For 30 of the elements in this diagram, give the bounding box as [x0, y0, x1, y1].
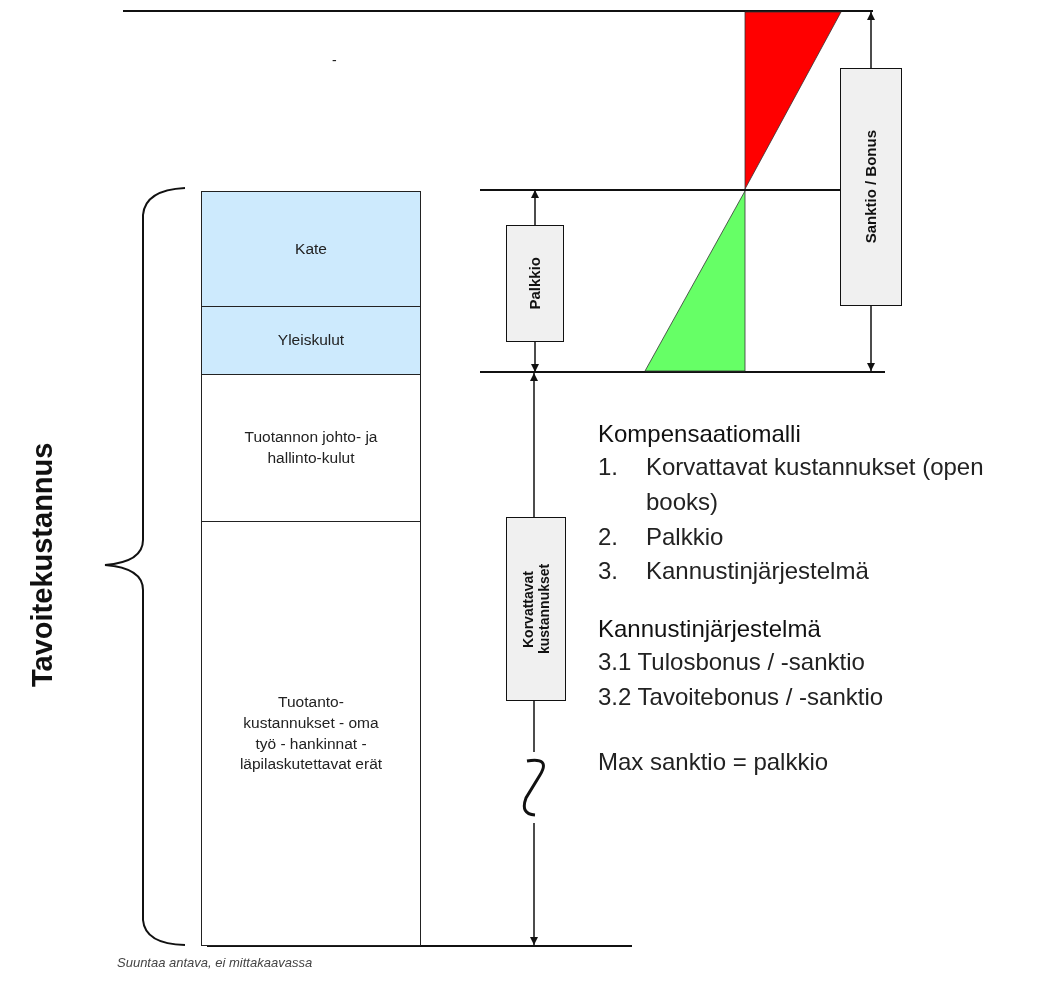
list-number: 3. [598, 556, 619, 587]
section-heading: Kannustinjärjestelmä [598, 615, 822, 644]
list-number: 1. [598, 452, 619, 482]
tag-label: Sanktio / Bonus [862, 130, 880, 244]
list-text: Korvattavat kustannukset (open books) [646, 452, 985, 517]
list-number: 2. [598, 521, 619, 552]
cost-segment [201, 521, 421, 946]
bonus-triangle [644, 190, 746, 372]
dimension-tag [506, 517, 566, 701]
tag-label: Korvattavat kustannukset [519, 562, 553, 657]
cost-segment [201, 306, 421, 375]
cost-segment [201, 374, 421, 522]
caption: Suuntaa antava, ei mittakaavassa [117, 955, 313, 970]
list-text: Kannustinjärjestelmä [646, 556, 870, 587]
section-heading: Kompensaatiomalli [598, 420, 802, 448]
list-text: 3.1 Tulosbonus / -sanktio [598, 647, 866, 678]
segment-label: Kate [295, 238, 327, 259]
segment-label: Yleiskulut [277, 330, 345, 351]
segment-label: Tuotannon johto- ja hallinto-kulut [243, 427, 379, 468]
tag-label: Palkkio [526, 257, 544, 310]
segment-label: Tuotanto-kustannukset - oma työ - hankinnat - läpilaskutettavat erät [238, 691, 384, 775]
dimension-tag [506, 225, 564, 342]
sanction-triangle [744, 11, 842, 190]
list-text: Palkkio [646, 521, 725, 552]
brace-label: Tavoitekustannus [26, 441, 59, 690]
dash-mark: - [332, 52, 337, 68]
dimension-tag [840, 68, 902, 306]
note-text: Max sanktio = palkkio [598, 746, 830, 777]
list-text: 3.2 Tavoitebonus / -sanktio [598, 682, 885, 712]
cost-segment [201, 191, 421, 307]
